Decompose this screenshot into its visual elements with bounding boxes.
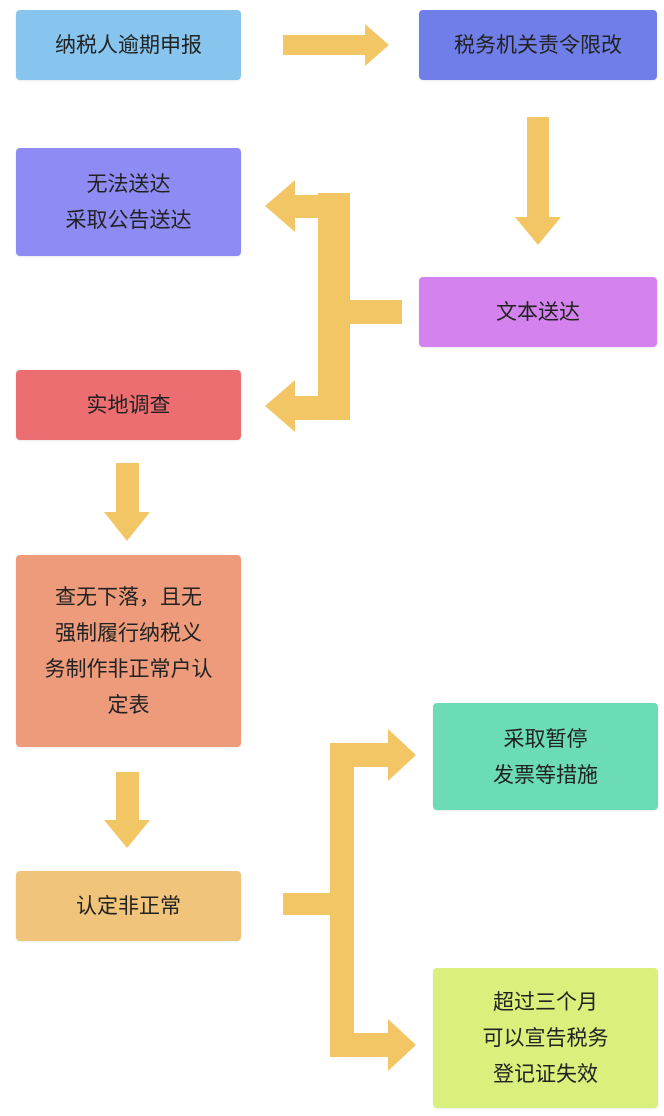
- arrow-to-public-notice: [265, 180, 350, 232]
- node-public-notice-delivery: 无法送达 采取公告送达: [16, 148, 241, 256]
- node-label: 纳税人逾期申报: [55, 33, 202, 57]
- arrow-survey-to-record: [104, 463, 150, 541]
- node-label: 文本送达: [496, 300, 580, 324]
- arrow-to-suspend-invoice: [330, 729, 416, 781]
- node-label: 采取暂停: [503, 726, 588, 751]
- node-certificate-invalid: 超过三个月 可以宣告税务 登记证失效: [433, 968, 658, 1108]
- node-label: 无法送达: [86, 172, 171, 196]
- node-label: 认定非正常: [76, 894, 181, 918]
- node-tax-authority-order: 税务机关责令限改: [419, 10, 657, 80]
- arrow-record-to-abnormal: [104, 772, 150, 848]
- node-label: 实地调查: [86, 393, 171, 417]
- node-suspend-invoice: 采取暂停 发票等措施: [433, 703, 658, 810]
- node-abnormal-status: 认定非正常: [16, 871, 241, 941]
- arrow-bracket2-vertical: [330, 743, 354, 1057]
- arrow-to-certificate-invalid: [330, 1019, 416, 1071]
- node-abnormal-record-form: 查无下落，且无 强制履行纳税义 务制作非正常户认 定表: [16, 555, 241, 747]
- arrow-to-field-survey: [265, 380, 350, 432]
- node-label: 采取公告送达: [65, 208, 192, 232]
- node-label: 查无下落，且无: [55, 585, 202, 609]
- node-taxpayer-late-filing: 纳税人逾期申报: [16, 10, 241, 80]
- node-label: 发票等措施: [493, 762, 598, 787]
- arrow-order-to-delivery: [515, 117, 561, 245]
- node-document-delivery: 文本送达: [419, 277, 657, 347]
- node-label: 务制作非正常户认: [44, 657, 213, 681]
- node-label: 可以宣告税务: [482, 1026, 609, 1050]
- node-label: 强制履行纳税义: [55, 621, 202, 645]
- node-label: 登记证失效: [493, 1062, 598, 1086]
- node-label: 定表: [107, 693, 150, 717]
- node-field-survey: 实地调查: [16, 370, 241, 440]
- arrow-declare-to-order: [283, 24, 389, 66]
- node-label: 税务机关责令限改: [454, 33, 622, 57]
- node-label: 超过三个月: [493, 990, 598, 1014]
- arrow-bracket-vertical: [318, 193, 350, 420]
